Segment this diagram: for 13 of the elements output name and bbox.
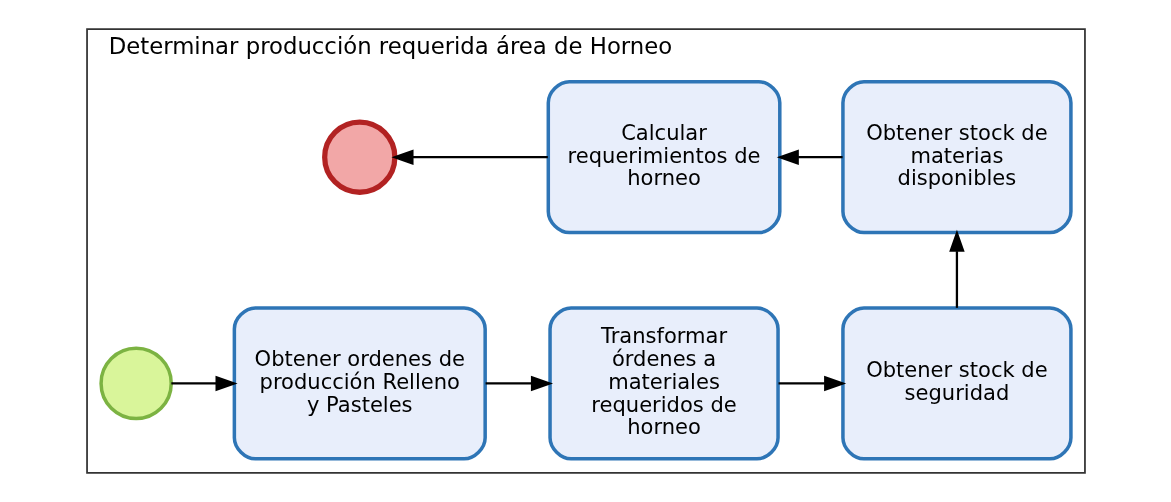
arrow: [390, 149, 548, 165]
arrow: [776, 149, 843, 165]
node-box: Obtener stock de seguridad: [840, 306, 1073, 461]
node-box: Calcular requerimientos de horneo: [546, 80, 782, 235]
node-box: Obtener ordenes de producción Relleno y Pasteles: [232, 306, 487, 461]
node-box: Transformar órdenes a materiales requeridos de horneo: [547, 306, 780, 461]
arrow: [485, 375, 553, 392]
node-box: Obtener stock de materias disponibles: [840, 80, 1073, 235]
node-circle: [98, 346, 173, 421]
arrow: [948, 229, 965, 308]
node-circle: [321, 119, 397, 195]
arrow: [170, 375, 238, 392]
arrow: [778, 375, 846, 392]
